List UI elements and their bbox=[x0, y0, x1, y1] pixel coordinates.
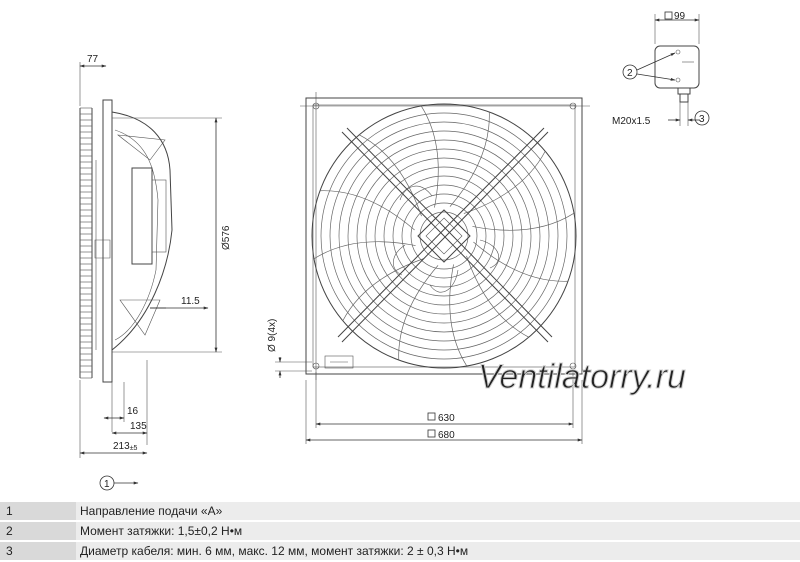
grill-radial-wire bbox=[398, 265, 439, 361]
note-number: 1 bbox=[0, 502, 76, 520]
grill-radial-wire bbox=[420, 105, 439, 208]
front-view-dimensions: 630 680 Ø 9(4x) bbox=[267, 319, 583, 444]
grill-ring bbox=[311, 103, 577, 369]
note-number: 3 bbox=[0, 542, 76, 560]
grill-ring bbox=[320, 112, 568, 360]
note-row: 2 Момент затяжки: 1,5±0,2 Н•м bbox=[0, 522, 800, 540]
grill-ring bbox=[383, 175, 505, 297]
note-text: Диаметр кабеля: мин. 6 мм, макс. 12 мм, … bbox=[76, 542, 800, 560]
dim-213-tolerance: ±5 bbox=[130, 445, 138, 452]
svg-text:213±5: 213±5 bbox=[113, 441, 138, 452]
grill-radial-wire bbox=[472, 212, 575, 231]
technical-drawing: 77 Ø576 11.5 16 135 213±5 1 bbox=[79, 11, 710, 491]
grill-ring bbox=[419, 211, 469, 261]
dim-213: 213 bbox=[113, 441, 130, 452]
grill-ring bbox=[392, 184, 496, 288]
grill-ring bbox=[347, 139, 541, 333]
notes-table: 1 Направление подачи «A» 2 Момент затяжк… bbox=[0, 500, 800, 562]
grill-ring bbox=[365, 157, 523, 315]
note-text: Момент затяжки: 1,5±0,2 Н•м bbox=[76, 522, 800, 540]
callout-2: 2 bbox=[627, 68, 633, 79]
note-text: Направление подачи «A» bbox=[76, 502, 800, 520]
grill-radial-wire bbox=[449, 111, 490, 207]
grill-ring bbox=[374, 166, 514, 306]
grill-radial-wire bbox=[449, 264, 468, 367]
grill-ring bbox=[356, 148, 532, 324]
grill-radial-wire bbox=[313, 241, 416, 260]
grill-radial-wire bbox=[319, 190, 415, 231]
dim-16: 16 bbox=[127, 406, 139, 417]
grill-radial-wire bbox=[473, 241, 569, 282]
terminal-box: 99 2 M20x1.5 3 bbox=[612, 11, 710, 127]
grill-ring bbox=[410, 202, 478, 270]
dim-hole: Ø 9(4x) bbox=[267, 319, 278, 352]
note-row: 1 Направление подачи «A» bbox=[0, 502, 800, 520]
grill-ring bbox=[401, 193, 487, 279]
dim-depth-top: 77 bbox=[87, 54, 99, 65]
side-view bbox=[79, 99, 173, 383]
grill-ring bbox=[338, 130, 550, 342]
front-view bbox=[300, 92, 590, 380]
dim-offset: 11.5 bbox=[181, 296, 200, 307]
grill-radial-wire bbox=[342, 258, 425, 321]
grill-ring bbox=[329, 121, 559, 351]
dim-grill-square: 630 bbox=[438, 413, 455, 424]
dim-cable-gland: M20x1.5 bbox=[612, 116, 651, 127]
callout-3: 3 bbox=[699, 114, 705, 125]
side-view-dimensions: 77 Ø576 11.5 16 135 213±5 1 bbox=[79, 54, 232, 491]
note-row: 3 Диаметр кабеля: мин. 6 мм, макс. 12 мм… bbox=[0, 542, 800, 560]
dim-plate-square: 680 bbox=[438, 430, 455, 441]
grill-radial-wire bbox=[463, 151, 546, 214]
callout-1: 1 bbox=[104, 479, 110, 490]
grill-radial-wire bbox=[359, 134, 422, 217]
dim-diameter: Ø576 bbox=[221, 225, 232, 250]
grill-radial-wire bbox=[466, 255, 529, 338]
note-number: 2 bbox=[0, 522, 76, 540]
dim-135: 135 bbox=[130, 421, 147, 432]
dim-box-width: 99 bbox=[674, 11, 686, 22]
watermark: Ventilatorry.ru bbox=[478, 358, 686, 396]
